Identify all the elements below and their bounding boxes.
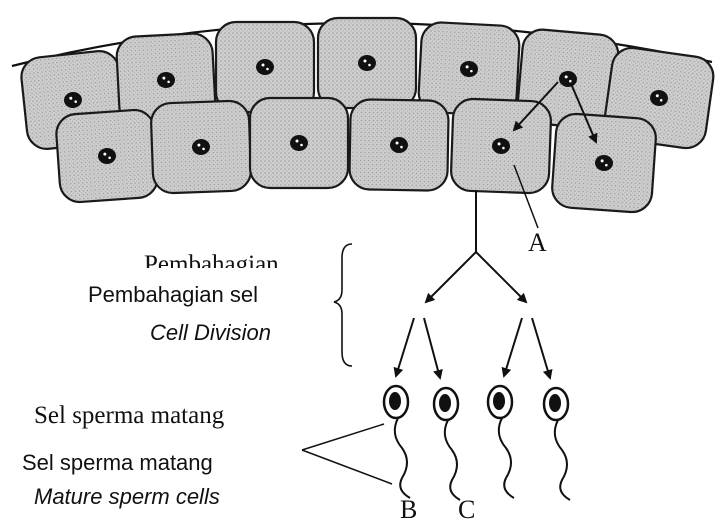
nucleus-spot [296,140,299,143]
cell-nucleus [290,135,308,151]
lower-cell-row [55,98,657,213]
nucleus-spot [364,60,367,63]
sperm-cell-group [384,386,570,500]
sperm-nucleus [549,394,561,412]
label-c: C [458,495,475,525]
nucleus-spot [368,64,371,67]
epithelial-cell [551,113,657,214]
epithelial-cell [55,109,159,204]
sperm-nucleus [389,392,401,410]
division-label-en: Cell Division [150,320,271,346]
branch-lr [424,318,440,378]
sperm-tail [499,418,514,498]
label-a: A [528,228,547,258]
epithelial-cell [450,98,551,193]
sperm-label-ms: Sel sperma matang [22,450,213,476]
sperm-pointer-lower [302,450,392,484]
nucleus-spot [300,144,303,147]
branch-rl [504,318,522,376]
branch-rr [532,318,550,378]
division-old-label: Pembahagian [144,251,279,268]
sperm-tail [445,420,460,500]
nucleus-spot [266,68,269,71]
sperm-old-label: Sel sperma matang [34,402,224,430]
cell-nucleus [256,59,274,75]
sperm-cell [384,386,410,498]
sperm-nucleus [439,394,451,412]
sperm-cell [434,388,460,500]
division-old-label-clip: Pembahagian [140,251,340,268]
sperm-cell [544,388,570,500]
cell-nucleus [358,55,376,71]
sperm-nucleus [493,392,505,410]
sperm-pointer-upper [302,424,384,450]
sperm-old-label-clip: Sel sperma matang [28,402,308,430]
nucleus-spot [262,64,265,67]
branch-ll [396,318,414,376]
branch-right [476,252,526,302]
label-b: B [400,495,417,525]
epithelial-cell [150,100,251,193]
epithelial-cell [349,99,449,191]
epithelial-cell [250,98,348,188]
branch-left [426,252,476,302]
sperm-tail [555,420,570,500]
sperm-label-en: Mature sperm cells [34,484,220,510]
sperm-cell [488,386,514,498]
sperm-tail [395,418,410,498]
epithelial-cell [318,18,416,108]
division-label-ms: Pembahagian sel [88,282,258,308]
